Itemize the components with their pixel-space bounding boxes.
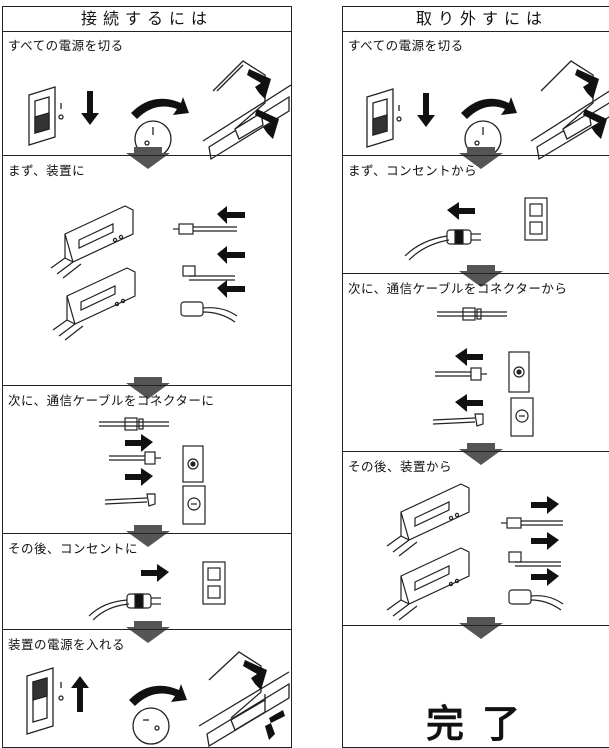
connect-step-3: 次に、通信ケーブルをコネクターに (3, 385, 291, 534)
step-label: 次に、通信ケーブルをコネクターから (348, 281, 568, 296)
disconnect-step-3: 次に、通信ケーブルをコネクターから (343, 273, 609, 452)
device-connect-illustration (50, 205, 245, 341)
step-label: すべての電源を切る (8, 38, 124, 53)
down-arrow-icon (126, 525, 170, 547)
down-arrow-icon (459, 443, 503, 465)
down-arrow-icon (126, 147, 170, 169)
device-disconnect-illustration (386, 483, 564, 621)
cable-disconnect-illustration (432, 307, 534, 437)
plug-connect-illustration (88, 561, 226, 621)
down-arrow-icon (459, 265, 503, 287)
connect-step-1: すべての電源を切る (3, 31, 291, 161)
connect-step-4: その後、コンセントに (3, 533, 291, 630)
power-off-illustration (28, 60, 291, 161)
down-arrow-icon (126, 377, 170, 399)
plug-disconnect-illustration (404, 197, 548, 261)
down-arrow-icon (126, 621, 170, 643)
disconnect-step-1: すべての電源を切る (343, 31, 609, 161)
power-off-illustration (366, 60, 609, 161)
disconnect-complete (343, 625, 609, 747)
disconnect-title: 取り外すには (343, 7, 609, 32)
down-arrow-icon (459, 147, 503, 169)
step-label: 装置の電源を入れる (8, 637, 126, 652)
disconnect-step-2: まず、コンセントから (343, 155, 609, 274)
power-on-illustration (26, 651, 290, 747)
step-label: まず、装置に (8, 163, 86, 178)
cable-connect-illustration (99, 417, 206, 525)
step-label: その後、コンセントに (8, 541, 139, 556)
connect-step-5: 装置の電源を入れる (3, 629, 291, 747)
connect-step-2: まず、装置に (3, 155, 291, 386)
step-label: すべての電源を切る (348, 38, 464, 53)
disconnect-panel: 取り外すには すべての電源を切る (342, 6, 609, 748)
connect-panel: 接続するには すべての電源を切る (2, 6, 292, 748)
down-arrow-icon (459, 617, 503, 639)
step-label: その後、装置から (348, 459, 453, 474)
disconnect-step-4: その後、装置から (343, 451, 609, 626)
connect-title: 接続するには (3, 7, 291, 32)
complete-label: 完了 (425, 702, 538, 746)
step-label: 次に、通信ケーブルをコネクターに (8, 393, 215, 408)
step-label: まず、コンセントから (348, 163, 478, 178)
